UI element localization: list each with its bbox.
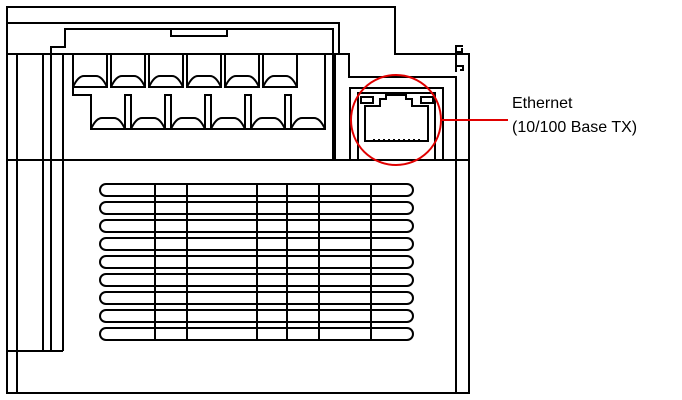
bottom-terminal	[290, 117, 326, 130]
bottom-terminal	[90, 117, 126, 130]
vent-grille	[99, 183, 414, 341]
top-terminal	[262, 54, 298, 88]
top-terminal	[186, 54, 222, 88]
vent-slot	[99, 255, 414, 269]
ethernet-port	[349, 87, 444, 161]
top-terminal	[148, 54, 184, 88]
terminal-separator	[164, 94, 172, 129]
vent-slot	[99, 273, 414, 287]
callout-subtitle: (10/100 Base TX)	[512, 119, 638, 136]
terminal-separator	[284, 94, 292, 129]
terminal-separator	[204, 94, 212, 129]
housing-outline	[6, 6, 470, 394]
callout-title: Ethernet	[512, 95, 573, 112]
bottom-terminal	[210, 117, 246, 130]
vent-slot	[99, 309, 414, 323]
bottom-terminal	[170, 117, 206, 130]
bottom-terminal	[130, 117, 166, 130]
vent-slot	[99, 327, 414, 341]
top-terminal	[110, 54, 146, 88]
vent-slot	[99, 201, 414, 215]
terminal-separator	[244, 94, 252, 129]
vent-slot	[99, 219, 414, 233]
vent-slot	[99, 183, 414, 197]
top-terminal	[224, 54, 260, 88]
vent-slot	[99, 291, 414, 305]
bottom-terminal	[250, 117, 286, 130]
vent-slot	[99, 237, 414, 251]
terminal-block	[72, 54, 326, 130]
top-terminal	[72, 54, 108, 88]
terminal-separator	[124, 94, 132, 129]
